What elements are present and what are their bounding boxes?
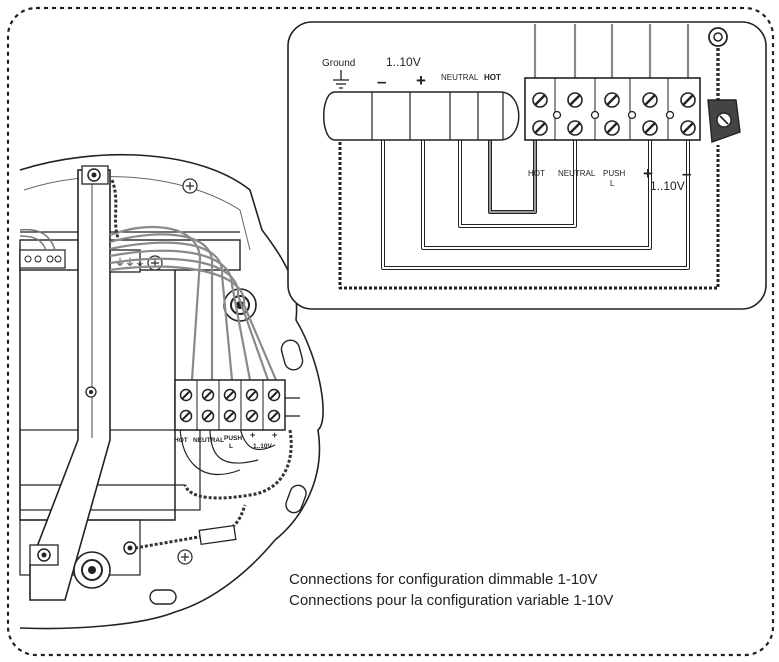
fixture-terminal-push-sub-label: L — [229, 443, 233, 450]
fixture-drawing: ⏚⏚⏚ — [19, 153, 324, 630]
voltage-label: 1..10V — [386, 55, 421, 69]
caption-english: Connections for configuration dimmable 1… — [289, 571, 598, 588]
inset-terminal-block — [524, 77, 701, 141]
terminal-push-label: PUSH — [603, 169, 625, 178]
fixture-terminal-block — [174, 379, 300, 431]
fixture-terminal-plus-label: + — [250, 430, 255, 440]
terminal-minus-label: – — [682, 164, 691, 183]
ground-icon — [333, 70, 349, 89]
fixture-terminal-minus-label: + — [272, 430, 277, 440]
fixture-plate — [19, 153, 324, 630]
terminal-voltage-label: 1..10V — [650, 179, 685, 193]
minus-label: – — [377, 72, 386, 91]
terminal-hot-label: HOT — [528, 169, 545, 178]
inset-panel — [287, 21, 767, 310]
hot-label: HOT — [484, 73, 501, 82]
fixture-terminal-neutral-label: NEUTRAL — [193, 437, 224, 444]
fixture-terminal-voltage-label: 1..10V — [253, 443, 272, 450]
terminal-neutral-label: NEUTRAL — [558, 169, 596, 178]
terminal-push-sub-label: L — [610, 179, 615, 188]
wiring-inset: Ground 1..10V – + NEUTRAL HOT HOT NEUTRA… — [287, 21, 767, 310]
fixture-terminal-push-label: PUSH — [224, 435, 242, 442]
dashed-frame — [6, 6, 775, 657]
field-cable-sheath — [323, 91, 520, 141]
plus-label: + — [416, 71, 426, 90]
ground-label: Ground — [322, 58, 355, 69]
fixture-terminal-hot-label: HOT — [174, 437, 188, 444]
terminal-plus-label: + — [643, 164, 653, 183]
caption-french: Connections pour la configuration variab… — [289, 592, 614, 609]
neutral-label: NEUTRAL — [441, 73, 479, 82]
mounting-bracket — [29, 169, 111, 601]
